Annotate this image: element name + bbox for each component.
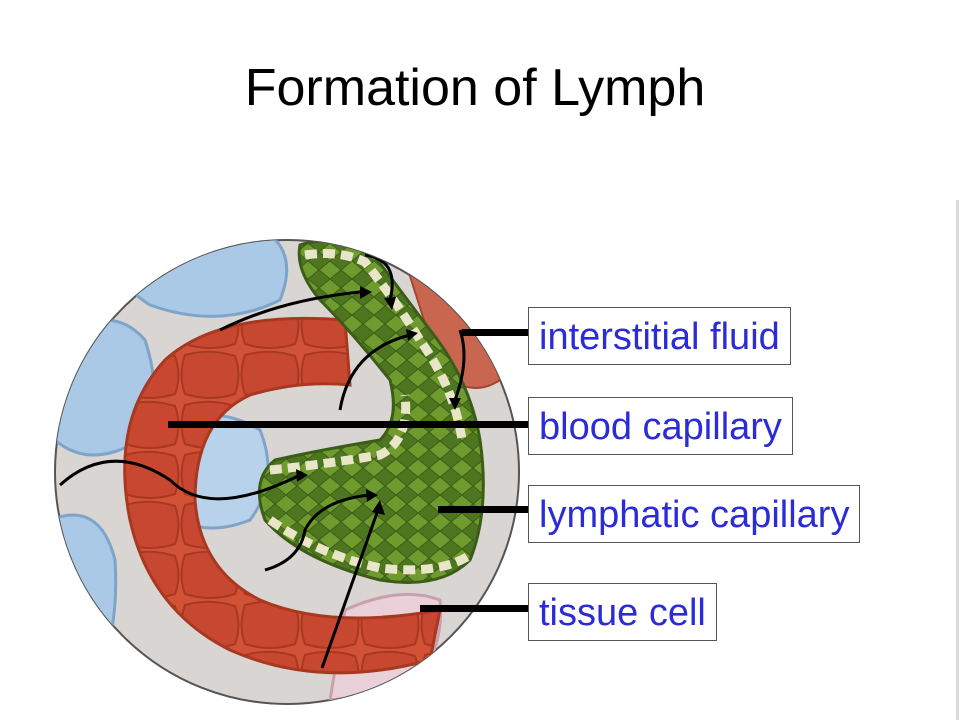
lymphatic-capillary-wall-bottom — [267, 516, 473, 575]
flow-arrow-3 — [364, 253, 394, 301]
arrowhead-2 — [406, 329, 418, 341]
label-tissue-cell: tissue cell — [528, 583, 717, 641]
arrowhead-4 — [449, 398, 461, 410]
flow-arrow-2 — [338, 333, 411, 411]
tissue-cell-pointer-head — [372, 500, 385, 515]
arrowhead-3 — [384, 297, 396, 310]
tissue-cell-top — [121, 240, 289, 318]
leader-lymphatic-capillary — [438, 506, 528, 513]
label-blood-capillary: blood capillary — [528, 397, 793, 455]
flow-arrowheads — [296, 286, 461, 502]
fluid-flow-arrows — [58, 253, 466, 572]
flow-arrow-1 — [219, 290, 361, 332]
label-interstitial-fluid: interstitial fluid — [528, 307, 791, 365]
tissue-cell-pointer-line — [320, 509, 380, 669]
flow-arrow-6 — [264, 493, 371, 572]
tissue-cell-bottom-left — [55, 513, 118, 692]
lymphatic-capillary-wall-upper — [304, 249, 467, 441]
lymphatic-capillary-shape — [257, 240, 485, 584]
arrowhead-1 — [360, 286, 372, 299]
diagram-title: Formation of Lymph — [244, 59, 706, 117]
arrowhead-5 — [296, 469, 308, 482]
blood-capillary-shape — [123, 316, 442, 675]
label-lymphatic-capillary: lymphatic capillary — [528, 485, 861, 543]
right-edge-divider — [956, 200, 959, 720]
flow-arrow-5 — [58, 459, 301, 501]
leader-tissue-cell — [420, 605, 528, 612]
arrowhead-6 — [366, 489, 378, 502]
flow-arrow-4 — [453, 329, 466, 401]
leader-interstitial-fluid — [462, 329, 528, 336]
leader-blood-capillary — [168, 421, 528, 428]
